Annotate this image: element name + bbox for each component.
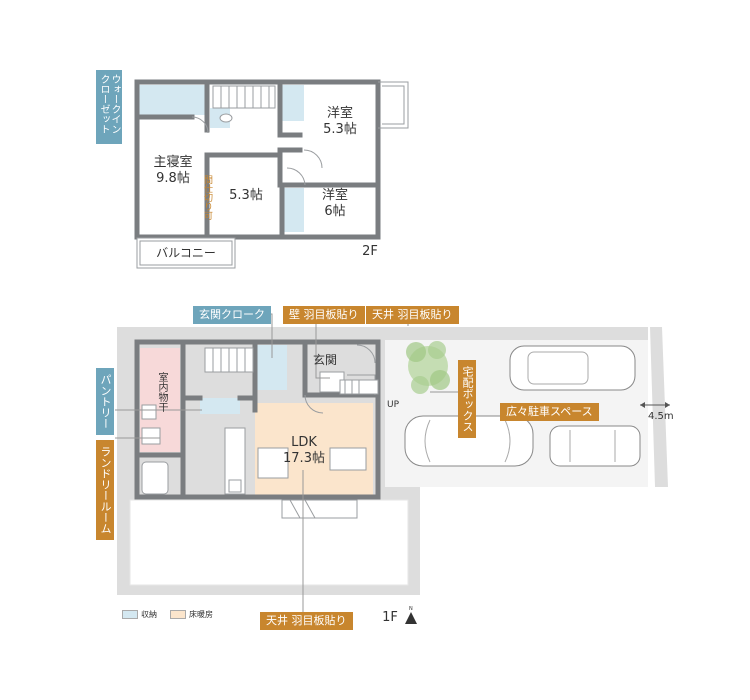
pantry-callout: パントリー [96, 368, 114, 435]
second-floor-plan [134, 79, 409, 269]
master-bedroom-size: 9.8帖 [156, 171, 190, 186]
storage-fill-2f-b [282, 188, 304, 232]
master-bedroom-label: 主寝室 9.8帖 [140, 155, 206, 187]
outer-wall-2f [134, 79, 381, 240]
entrance-cloak-callout: 玄関クローク [193, 306, 271, 324]
car-top-right [509, 345, 636, 391]
legend-storage: 収納 [122, 609, 157, 620]
bathtub [141, 461, 169, 495]
ceiling-wood-bottom-callout: 天井 羽目板貼り [260, 612, 353, 630]
partition-note: 間仕切り可 [202, 175, 212, 220]
west-room-1-label: 洋室 5.3帖 [305, 106, 375, 138]
delivery-box-callout: 宅配ボックス [458, 360, 476, 438]
svg-text:N: N [409, 606, 413, 612]
balcony-label: バルコニー [156, 246, 216, 260]
walkin-closet-fill [139, 85, 207, 115]
kitchen-counter [224, 427, 246, 495]
middle-room-size: 5.3帖 [229, 188, 263, 203]
floor-1-label: 1F [382, 610, 398, 625]
washer [141, 404, 157, 420]
car-right-small [549, 425, 641, 467]
roof-overhang [378, 81, 409, 129]
west-room-1-name: 洋室 [326, 106, 353, 121]
garden-tree [406, 341, 450, 394]
outer-wall-1f [134, 339, 381, 500]
up-label: UP [387, 400, 400, 410]
walkin-closet-callout: ウォークイン クローゼット [96, 70, 122, 144]
stairs-2f [212, 85, 276, 109]
stairs-1f [204, 347, 254, 373]
legend-floor-heating-swatch [170, 610, 186, 619]
ldk-size: 17.3帖 [283, 451, 325, 466]
west-room-1-size: 5.3帖 [323, 122, 357, 137]
ceiling-wood-top-callout: 天井 羽目板貼り [366, 306, 459, 324]
west-room-2-size: 6帖 [324, 204, 346, 219]
ldk-label: LDK 17.3帖 [272, 435, 336, 467]
road-strip [650, 327, 668, 487]
dining-table [329, 447, 367, 471]
toilet-2f [219, 113, 233, 123]
indoor-drying-label: 室内物干 [156, 372, 167, 412]
first-floor-plan: N [115, 312, 670, 624]
pantry-fill [200, 398, 240, 414]
north-arrow-icon: N [405, 606, 417, 624]
floor-2-label: 2F [362, 244, 378, 259]
interior-walls-2f [134, 79, 381, 240]
parking-space-callout: 広々駐車スペース [500, 403, 599, 421]
master-bedroom-name: 主寝室 [153, 155, 193, 170]
laundry-room-callout: ランドリールーム [96, 440, 114, 540]
west-room-2-name: 洋室 [321, 188, 348, 203]
west-room-2-label: 洋室 6帖 [300, 188, 370, 220]
road-width-label: 4.5m [648, 411, 674, 422]
legend-storage-swatch [122, 610, 138, 619]
entrance-label: 玄関 [312, 353, 337, 367]
terrace-step [281, 499, 358, 519]
storage-fill-2f-a [282, 85, 304, 121]
legend-floor-heating: 床暖房 [170, 609, 213, 620]
wall-wood-callout: 壁 羽目板貼り [283, 306, 365, 324]
ldk-name: LDK [291, 435, 317, 450]
